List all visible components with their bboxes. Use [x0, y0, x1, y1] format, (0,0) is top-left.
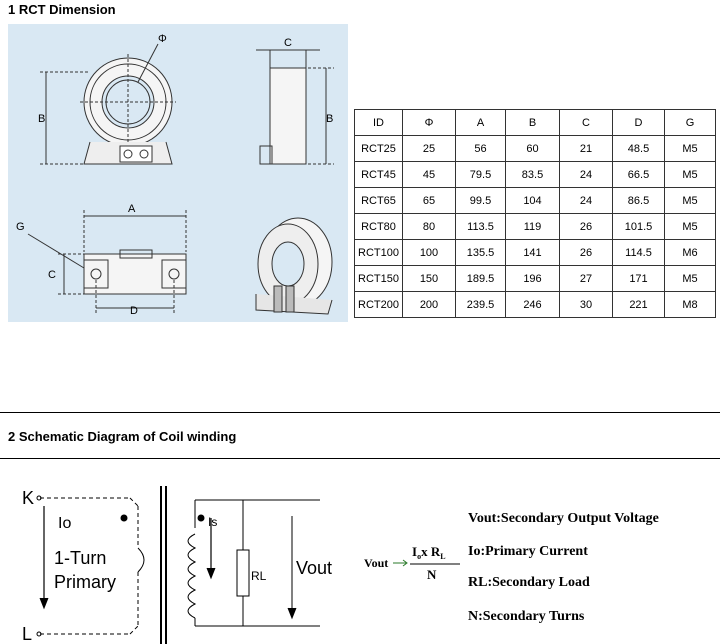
divider-top — [0, 412, 720, 413]
table-cell: 119 — [505, 213, 560, 240]
formula-numerator: Iox RL — [412, 544, 446, 561]
table-cell: 79.5 — [455, 161, 506, 188]
formula-lhs: Vout — [364, 556, 388, 570]
table-cell: 66.5 — [612, 161, 665, 188]
table-cell: 99.5 — [455, 187, 506, 214]
table-cell: 135.5 — [455, 239, 506, 266]
rct-dimension-drawing: Φ C B B A G C D — [8, 24, 348, 322]
table-cell: 27 — [559, 265, 613, 292]
legend-vout: Vout:Secondary Output Voltage — [468, 511, 659, 526]
table-cell: M5 — [664, 187, 716, 214]
table-cell: 80 — [402, 213, 456, 240]
table-cell: RCT200 — [354, 291, 403, 318]
table-cell: 113.5 — [455, 213, 506, 240]
rl-label: RL — [251, 569, 267, 583]
table-cell: RCT25 — [354, 135, 403, 162]
table-cell: 246 — [505, 291, 560, 318]
primary-label-line2: Primary — [54, 572, 116, 592]
table-cell: 189.5 — [455, 265, 506, 292]
table-cell: 48.5 — [612, 135, 665, 162]
table-cell: RCT80 — [354, 213, 403, 240]
table-cell: M5 — [664, 135, 716, 162]
io-label: Io — [58, 515, 71, 532]
header-d: D — [612, 109, 665, 136]
is-label: Is — [208, 515, 217, 529]
table-cell: 171 — [612, 265, 665, 292]
table-cell: 83.5 — [505, 161, 560, 188]
table-cell: 24 — [559, 161, 613, 188]
a-label: A — [128, 203, 136, 215]
table-cell: 86.5 — [612, 187, 665, 214]
terminal-l-label: L — [22, 624, 32, 644]
table-cell: 24 — [559, 187, 613, 214]
table-cell: 26 — [559, 239, 613, 266]
header-a: A — [455, 109, 506, 136]
table-cell: 30 — [559, 291, 613, 318]
table-cell: 26 — [559, 213, 613, 240]
table-cell: RCT100 — [354, 239, 403, 266]
table-cell: 65 — [402, 187, 456, 214]
primary-label-line1: 1-Turn — [54, 548, 106, 568]
table-cell: 114.5 — [612, 239, 665, 266]
table-cell: M5 — [664, 161, 716, 188]
table-cell: 141 — [505, 239, 560, 266]
table-cell: 221 — [612, 291, 665, 318]
table-cell: M5 — [664, 265, 716, 292]
table-cell: M6 — [664, 239, 716, 266]
c-left-label: C — [48, 269, 56, 281]
table-cell: M8 — [664, 291, 716, 318]
d-label: D — [130, 305, 138, 317]
header-c: C — [559, 109, 613, 136]
divider-bottom — [0, 458, 720, 459]
vout-label: Vout — [296, 558, 332, 578]
c-top-label: C — [284, 37, 292, 49]
table-cell: 196 — [505, 265, 560, 292]
b-left-label: B — [38, 113, 45, 125]
table-cell: 101.5 — [612, 213, 665, 240]
table-cell: RCT150 — [354, 265, 403, 292]
phi-label: Φ — [158, 33, 167, 45]
table-cell: 45 — [402, 161, 456, 188]
table-header-row: ID Φ A B C D G — [354, 109, 716, 136]
header-g: G — [664, 109, 716, 136]
table-cell: M5 — [664, 213, 716, 240]
table-cell: 239.5 — [455, 291, 506, 318]
legend-io: Io:Primary Current — [468, 544, 588, 559]
formula-denominator: N — [427, 567, 437, 582]
b-right-label: B — [326, 113, 333, 125]
header-phi: Φ — [402, 109, 456, 136]
table-cell: RCT65 — [354, 187, 403, 214]
section-2-title: 2 Schematic Diagram of Coil winding — [8, 429, 237, 444]
coil-winding-schematic: K L Io 1-Turn Primary Is RL Vout Vout Io… — [22, 486, 460, 644]
terminal-k-label: K — [22, 488, 34, 508]
legend-n: N:Secondary Turns — [468, 609, 585, 624]
table-cell: 200 — [402, 291, 456, 318]
table-cell: 60 — [505, 135, 560, 162]
table-cell: 100 — [402, 239, 456, 266]
g-label: G — [16, 221, 25, 233]
header-id: ID — [354, 109, 403, 136]
legend-rl: RL:Secondary Load — [468, 575, 590, 590]
table-cell: 150 — [402, 265, 456, 292]
table-cell: 104 — [505, 187, 560, 214]
header-b: B — [505, 109, 560, 136]
table-cell: 25 — [402, 135, 456, 162]
section-1-title: 1 RCT Dimension — [8, 2, 116, 17]
table-cell: 56 — [455, 135, 506, 162]
table-cell: RCT45 — [354, 161, 403, 188]
table-cell: 21 — [559, 135, 613, 162]
